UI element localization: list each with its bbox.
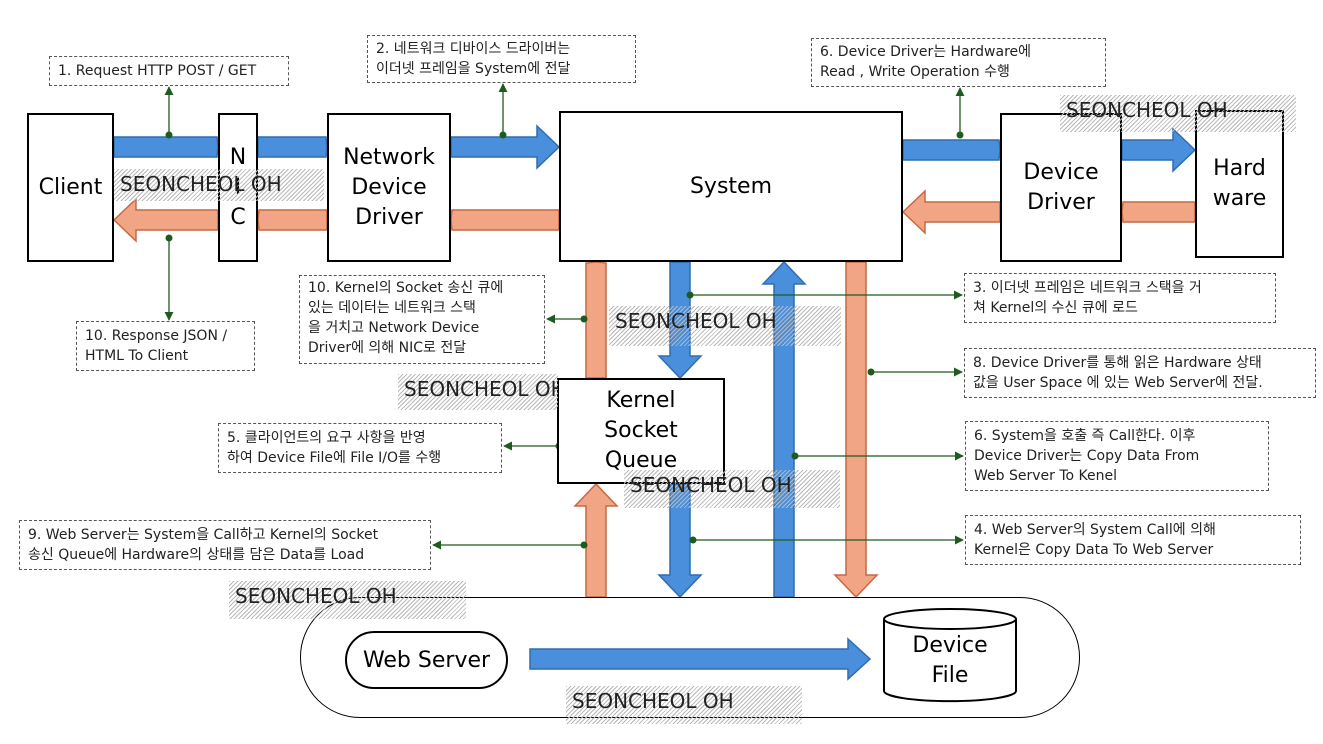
kernel-socket-queue-box: Kernel Socket Queue xyxy=(557,378,725,484)
client-label: Client xyxy=(38,175,103,200)
hardware-label: Hard ware xyxy=(1212,156,1267,211)
watermark: SEONCHEOL OH xyxy=(229,581,466,619)
hardware-box: Hard ware xyxy=(1195,110,1284,258)
blue-arrow-web-server-to-device-file xyxy=(529,637,872,681)
note-6-device-driver-rw: 6. Device Driver는 Hardware에 Read , Write… xyxy=(811,38,1106,87)
note-6-system-call: 6. System을 호출 즉 Call한다. 이후 Device Driver… xyxy=(965,421,1269,491)
orange-arrow-kernel-queue-to-system xyxy=(585,261,607,379)
note-10-response: 10. Response JSON / HTML To Client xyxy=(76,321,255,371)
system-label: System xyxy=(689,174,773,199)
web-server-label: Web Server xyxy=(362,647,491,673)
connector-note-1-dot xyxy=(165,131,173,139)
blue-arrow-nic-to-network-driver xyxy=(257,136,328,158)
system-box: System xyxy=(559,111,903,262)
connector-note-6-system-call-dot xyxy=(791,452,799,460)
kernel-socket-queue-label: Kernel Socket Queue xyxy=(604,388,678,473)
orange-arrow-system-to-web-server xyxy=(833,261,879,599)
connector-note-6-device-driver-dot xyxy=(956,131,964,139)
orange-arrow-system-to-network-driver xyxy=(450,209,560,231)
connector-note-2-dot xyxy=(499,131,507,139)
orange-arrow-hardware-to-device-driver xyxy=(1121,201,1196,223)
network-device-driver-box: Network Device Driver xyxy=(327,113,451,262)
note-1-request: 1. Request HTTP POST / GET xyxy=(49,56,289,86)
blue-arrow-system-to-device-driver xyxy=(902,139,1001,161)
blue-arrow-client-to-nic xyxy=(113,136,219,158)
connector-note-10-response-dot xyxy=(165,234,173,242)
connector-note-8-dot xyxy=(867,368,875,376)
watermark: SEONCHEOL OH xyxy=(1060,95,1296,132)
device-file-label: Device File xyxy=(912,633,988,688)
blue-arrow-device-driver-to-hardware xyxy=(1121,127,1197,173)
note-4-copy-to-web-server: 4. Web Server의 System Call에 의해 Kernel은 C… xyxy=(965,515,1301,565)
blue-arrow-network-driver-to-system xyxy=(450,124,561,170)
watermark: SEONCHEOL OH xyxy=(609,306,841,346)
watermark: SEONCHEOL OH xyxy=(114,169,324,201)
note-3-ethernet-frame: 3. 이더넷 프레임은 네트워크 스택을 거 쳐 Kernel의 수신 큐에 로… xyxy=(964,273,1276,323)
connector-note-4-dot xyxy=(689,536,697,544)
note-9-web-server-load: 9. Web Server는 System을 Call하고 Kernel의 So… xyxy=(19,520,431,570)
connector-note-10-kernel-dot xyxy=(580,315,588,323)
note-5-file-io: 5. 클라이언트의 요구 사항을 반영 하여 Device File에 File… xyxy=(218,423,502,473)
orange-arrow-nic-to-client xyxy=(112,197,219,243)
connector-note-3-dot xyxy=(686,291,694,299)
blue-arrow-web-server-to-system xyxy=(761,260,807,598)
orange-arrow-network-driver-to-nic xyxy=(257,209,328,231)
note-2-network-driver: 2. 네트워크 디바이스 드라이버는 이더넷 프레임을 System에 전달 xyxy=(367,35,636,83)
network-device-driver-label: Network Device Driver xyxy=(343,144,435,230)
orange-arrow-device-driver-to-system xyxy=(901,189,1001,235)
device-driver-box: Device Driver xyxy=(1000,113,1122,262)
orange-arrow-web-server-to-kernel-queue xyxy=(573,482,619,598)
client-box: Client xyxy=(27,113,114,262)
watermark: SEONCHEOL OH xyxy=(624,470,840,508)
connector-note-9-dot xyxy=(580,541,588,549)
device-file-cylinder xyxy=(883,608,1017,703)
web-server-box: Web Server xyxy=(345,631,508,689)
device-driver-label: Device Driver xyxy=(1023,159,1099,215)
note-10-kernel-send: 10. Kernel의 Socket 송신 큐에 있는 데이터는 네트워크 스택… xyxy=(299,275,545,364)
device-file-label-wrap: Device File xyxy=(884,630,1016,692)
note-8-hardware-state: 8. Device Driver를 통해 읽은 Hardware 상태 값을 U… xyxy=(964,348,1316,398)
watermark: SEONCHEOL OH xyxy=(566,686,802,724)
watermark: SEONCHEOL OH xyxy=(398,374,558,410)
